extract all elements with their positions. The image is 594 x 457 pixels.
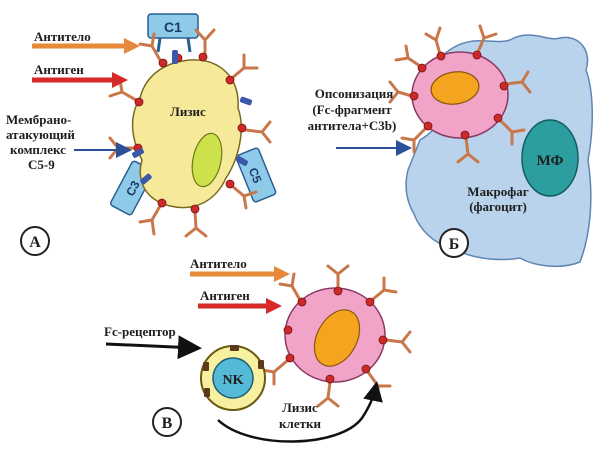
mac-label: Мембрано- атакующий комплекс С5-9 (6, 112, 75, 172)
svg-text:антитела+С3b): антитела+С3b) (308, 118, 397, 133)
panel-a: С1 С3 С5 Лизис (6, 14, 276, 255)
svg-text:Макрофаг: Макрофаг (467, 184, 528, 199)
svg-text:(Fc-фрагмент: (Fc-фрагмент (312, 102, 392, 117)
antigen-label-a: Антиген (34, 62, 84, 77)
svg-text:Мембрано-: Мембрано- (6, 112, 71, 127)
svg-text:Б: Б (449, 236, 460, 253)
opsonization-label: Опсонизация (Fc-фрагмент антитела+С3b) (308, 86, 397, 133)
target-cell (133, 60, 242, 208)
panel-c-marker: В (153, 408, 181, 436)
macrophage-label: Макрофаг (фагоцит) (467, 184, 528, 214)
nk-label: NK (223, 373, 244, 388)
panel-c: NK Антитело Антиген Fc-рецептор Лизис кл… (104, 256, 410, 442)
svg-text:В: В (162, 415, 173, 432)
svg-text:комплекс: комплекс (10, 142, 66, 157)
fc-receptor-label: Fc-рецептор (104, 324, 176, 339)
panel-a-marker: А (21, 227, 49, 255)
c1-label: С1 (164, 19, 182, 35)
fc-receptor-arrow (106, 344, 196, 348)
svg-text:С5-9: С5-9 (28, 157, 55, 172)
antibody-label-a: Антитело (34, 29, 91, 44)
complement-c1: С1 (148, 14, 198, 52)
cell-lysis-label: Лизис клетки (279, 400, 321, 431)
svg-text:атакующий: атакующий (6, 127, 75, 142)
lysis-label: Лизис (170, 104, 206, 119)
svg-text:Опсонизация: Опсонизация (315, 86, 394, 101)
svg-text:Лизис: Лизис (282, 400, 318, 415)
panel-b: МФ Макрофаг (фагоцит) (308, 26, 593, 266)
antibody-label-c: Антитело (190, 256, 247, 271)
svg-text:А: А (29, 234, 41, 251)
mf-label: МФ (537, 153, 564, 169)
svg-text:клетки: клетки (279, 416, 321, 431)
panel-b-marker: Б (440, 229, 468, 257)
svg-text:(фагоцит): (фагоцит) (469, 199, 527, 214)
antigen-label-c: Антиген (200, 288, 250, 303)
